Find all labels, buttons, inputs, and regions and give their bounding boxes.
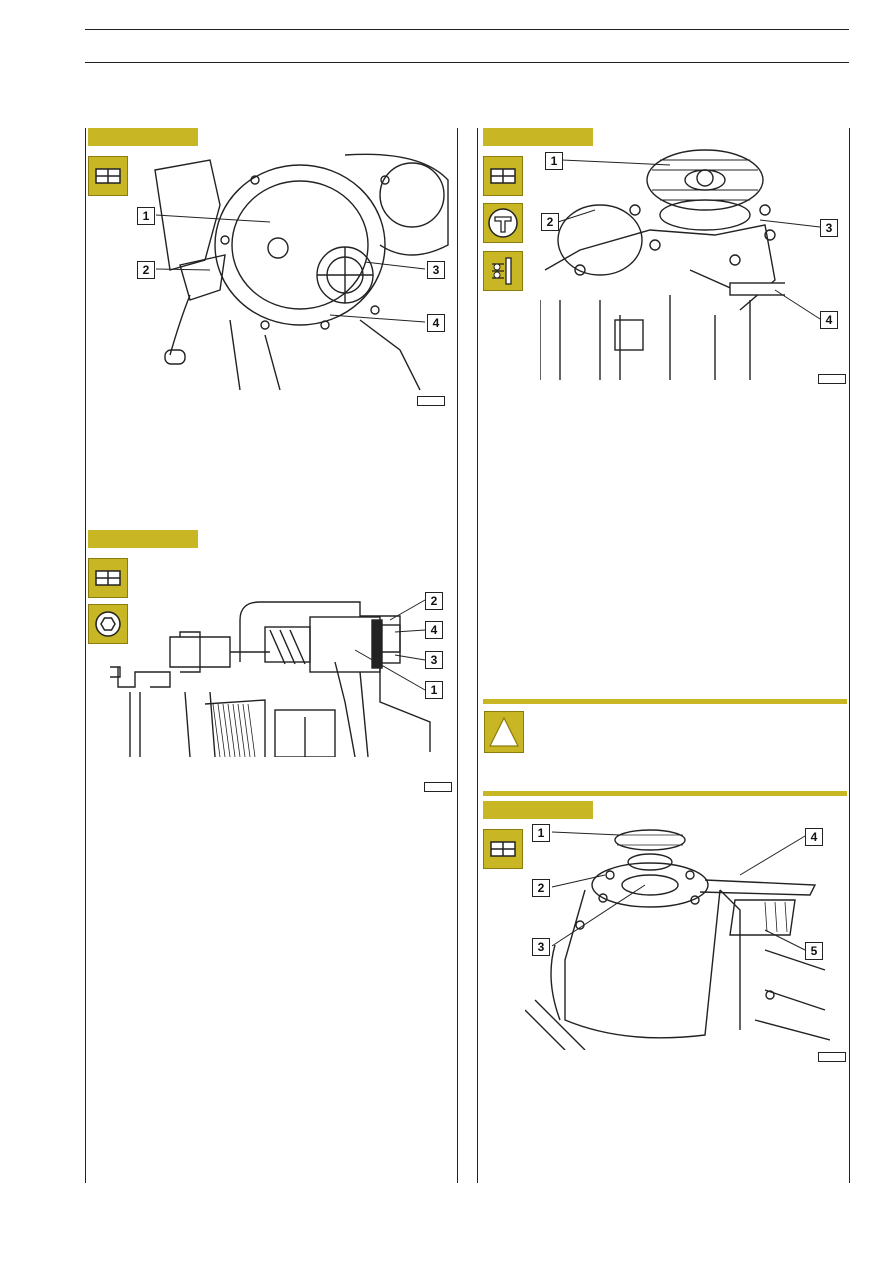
callout-2: 2 xyxy=(532,879,550,897)
figure-number-bar xyxy=(483,801,593,819)
torque-measurement-illustration xyxy=(525,829,830,1050)
callout-leader-lines xyxy=(155,214,426,323)
callout-5: 5 xyxy=(805,942,823,960)
callout-4: 4 xyxy=(805,828,823,846)
header-rule-bottom xyxy=(85,62,849,63)
callout-3: 3 xyxy=(532,938,550,956)
figure-number-bar xyxy=(88,128,198,146)
callout-2: 2 xyxy=(425,592,443,610)
differential-housing-illustration xyxy=(154,153,449,391)
left-column-border xyxy=(85,128,86,1183)
callout-leader-lines xyxy=(354,599,426,691)
callout-4: 4 xyxy=(820,311,838,329)
callout-leader-lines xyxy=(551,831,806,951)
callout-3: 3 xyxy=(425,651,443,669)
header-rule-top xyxy=(85,29,849,30)
callout-1: 1 xyxy=(137,207,155,225)
tool-sheet-icon xyxy=(88,558,128,598)
warning-triangle-icon xyxy=(484,711,524,753)
warning-bar-top xyxy=(483,699,847,704)
callout-1: 1 xyxy=(425,681,443,699)
tool-sheet-icon xyxy=(88,156,128,196)
tool-sheet-icon xyxy=(483,156,523,196)
warning-bar-bottom xyxy=(483,791,847,796)
callout-1: 1 xyxy=(532,824,550,842)
figure-reference-box xyxy=(424,782,452,792)
center-divider-left xyxy=(457,128,458,1183)
right-column-border xyxy=(849,128,850,1183)
callout-4: 4 xyxy=(425,621,443,639)
callout-3: 3 xyxy=(820,219,838,237)
hex-socket-icon xyxy=(88,604,128,644)
press-fit-icon xyxy=(483,251,523,291)
figure-reference-box xyxy=(818,1052,846,1062)
callout-1: 1 xyxy=(545,152,563,170)
pinion-shaft-section-illustration xyxy=(110,601,431,757)
pinion-support-illustration xyxy=(540,149,785,380)
figure-number-bar xyxy=(483,128,593,146)
callout-2: 2 xyxy=(137,261,155,279)
callout-4: 4 xyxy=(427,314,445,332)
figure-reference-box xyxy=(417,396,445,406)
figure-number-bar xyxy=(88,530,198,548)
center-divider-right xyxy=(477,128,478,1183)
callout-leader-lines xyxy=(557,159,821,320)
tool-sheet-icon xyxy=(483,829,523,869)
figure-reference-box xyxy=(818,374,846,384)
caliper-icon xyxy=(483,203,523,243)
callout-3: 3 xyxy=(427,261,445,279)
